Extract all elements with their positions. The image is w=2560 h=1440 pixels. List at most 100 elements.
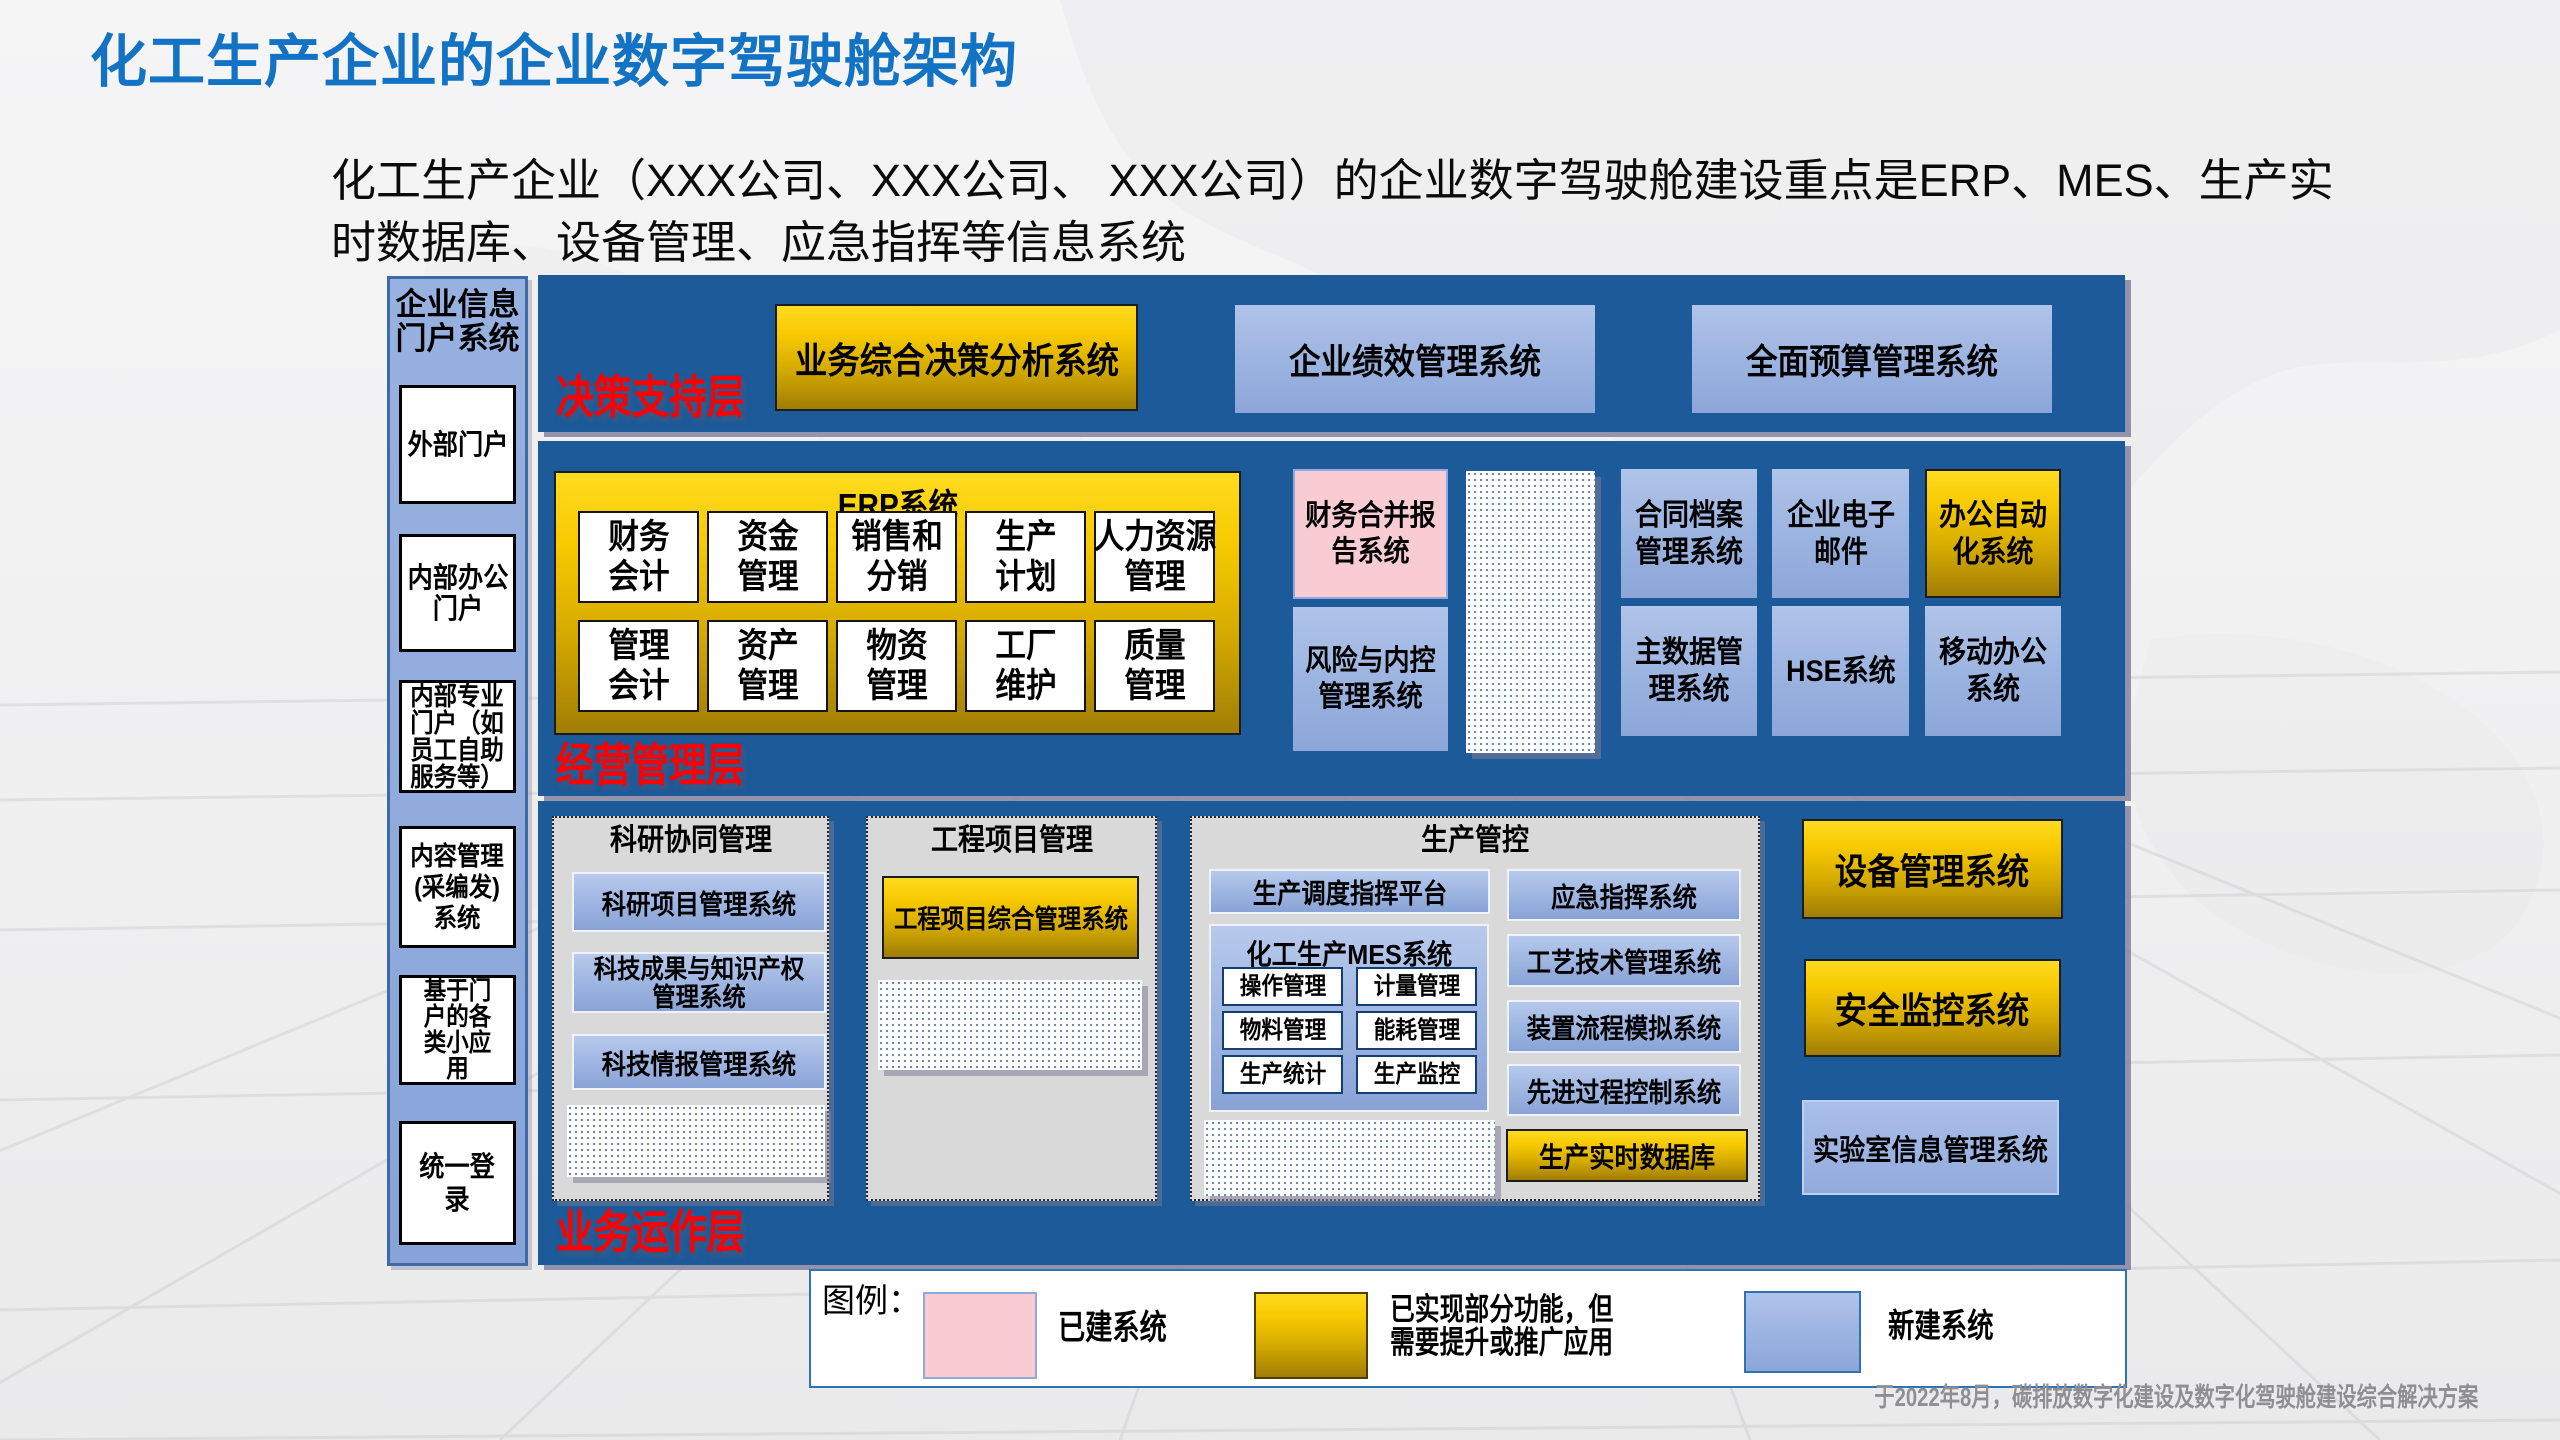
box-master-data-management: 主数据管 理系统 (1621, 606, 1757, 736)
modules-1-label: 计量管理 (1373, 972, 1460, 1000)
placeholder-dotted-box-engineering (878, 980, 1142, 1070)
mes-module-statistics: 生产统计 (1222, 1055, 1343, 1094)
box-process-technology: 工艺技术管理系统 (1507, 934, 1741, 987)
legend-swatch-new (1744, 1291, 1861, 1373)
portal-item-content-management: 内容管理 (采编发) 系统 (399, 826, 516, 948)
placeholder-dotted-box-research (567, 1105, 825, 1177)
items-1-label: 内部办公 门户 (407, 562, 508, 624)
modules-0-label: 操作管理 (1239, 972, 1326, 1000)
modules-4-label: 生产统计 (1239, 1060, 1326, 1088)
erp-module-management-accounting: 管理 会计 (578, 620, 699, 712)
mdm-label: 主数据管 理系统 (1635, 636, 1743, 706)
box-production-dispatch-platform: 生产调度指挥平台 (1209, 869, 1490, 914)
box-safety-monitoring: 安全监控系统 (1804, 959, 2061, 1057)
items-4-label: 基于门 户的各 类小应 用 (423, 977, 492, 1083)
mes-module-energy: 能耗管理 (1356, 1011, 1477, 1050)
box-engineering-project-management: 工程项目综合管理系统 (882, 876, 1139, 959)
legend-text-partial: 已实现部分功能，但 需要提升或推广应用 (1390, 1292, 1614, 1360)
box-mobile-office: 移动办公 系统 (1925, 606, 2061, 736)
modules-2-label: 销售和 分销 (850, 518, 943, 596)
modules-3-label: 能耗管理 (1373, 1016, 1460, 1044)
items-3-label: 内容管理 (采编发) 系统 (410, 840, 505, 933)
modules-9-label: 质量 管理 (1123, 627, 1186, 705)
erp-module-plant-maintenance: 工厂 维护 (965, 620, 1086, 712)
erp-module-production-planning: 生产 计划 (965, 511, 1086, 603)
legend-text-new: 新建系统 (1888, 1307, 1994, 1344)
analysis-label: 业务综合决策分析系统 (794, 339, 1119, 381)
boxes-2-label: 科技情报管理系统 (601, 1049, 797, 1080)
modules-7-label: 物资 管理 (865, 627, 928, 705)
portal-item-portal-apps: 基于门 户的各 类小应 用 (399, 975, 516, 1085)
mes-module-monitoring: 生产监控 (1356, 1055, 1477, 1094)
title-label: 工程项目管理 (930, 824, 1093, 857)
items-5-label: 统一登 录 (419, 1151, 496, 1215)
page-title: 化工生产企业的企业数字驾驶舱架构 (90, 30, 1018, 94)
legend-label: 图例： (822, 1284, 921, 1320)
mes-module-metering: 计量管理 (1356, 967, 1477, 1006)
mes-module-operation: 操作管理 (1222, 967, 1343, 1006)
production-panel-title: 生产管控 (1190, 824, 1760, 858)
portal-item-single-signon: 统一登 录 (399, 1121, 516, 1245)
erp-module-asset-management: 资产 管理 (707, 620, 828, 712)
finance-report-label: 财务合并报 告系统 (1305, 500, 1436, 568)
erp-module-financial-accounting: 财务 会计 (578, 511, 699, 603)
portal-item-internal-office: 内部办公 门户 (399, 534, 516, 652)
box-production-realtime-database: 生产实时数据库 (1506, 1129, 1748, 1182)
erp-module-materials-management: 物资 管理 (836, 620, 957, 712)
placeholder-dotted-box-production (1204, 1120, 1495, 1196)
placeholder-dotted-box-management (1466, 471, 1595, 753)
modules-1-label: 资金 管理 (736, 518, 799, 596)
box-financial-consolidation-report: 财务合并报 告系统 (1293, 469, 1448, 599)
management-layer-label: 经营管理层 (556, 739, 745, 791)
modules-0-label: 财务 会计 (607, 518, 670, 596)
portal-item-internal-professional: 内部专业 门户（如 员工自助 服务等） (399, 680, 516, 793)
boxes-0-label: 科研项目管理系统 (601, 889, 797, 920)
items-0-label: 外部门户 (407, 429, 508, 460)
right-3-label: 先进过程控制系统 (1526, 1077, 1722, 1108)
safety-label: 安全监控系统 (1835, 990, 2030, 1031)
email-label: 企业电子 邮件 (1786, 498, 1895, 569)
box-label: 工程项目综合管理系统 (893, 904, 1128, 934)
modules-2-label: 物料管理 (1239, 1016, 1326, 1044)
risk-label: 风险与内控 管理系统 (1305, 645, 1436, 713)
box-equipment-management: 设备管理系统 (1802, 819, 2063, 919)
box-enterprise-email: 企业电子 邮件 (1772, 469, 1909, 598)
box-business-decision-analysis: 业务综合决策分析系统 (775, 304, 1138, 411)
title-label: 化工生产MES系统 (1246, 939, 1452, 970)
box-tech-achievements-ip: 科技成果与知识产权 管理系统 (572, 952, 826, 1013)
research-panel-title: 科研协同管理 (552, 824, 829, 858)
erp-module-funds-management: 资金 管理 (707, 511, 828, 603)
legend-swatch-partial (1254, 1292, 1368, 1379)
right-1-label: 工艺技术管理系统 (1526, 948, 1722, 978)
legend-swatch-existing (923, 1292, 1037, 1379)
title-label: 科研协同管理 (609, 824, 772, 857)
box-emergency-command: 应急指挥系统 (1507, 869, 1741, 921)
right-4-label: 生产实时数据库 (1538, 1141, 1716, 1173)
performance-label: 企业绩效管理系统 (1288, 342, 1541, 382)
modules-6-label: 资产 管理 (736, 627, 799, 705)
box-research-project-management: 科研项目管理系统 (572, 872, 826, 932)
box-office-automation: 办公自动 化系统 (1925, 469, 2061, 598)
legend-text-existing: 已建系统 (1058, 1309, 1167, 1347)
portal-title: 企业信息 门户系统 (395, 287, 520, 356)
equipment-label: 设备管理系统 (1835, 851, 2030, 892)
box-advanced-process-control: 先进过程控制系统 (1507, 1064, 1741, 1116)
oa-label: 办公自动 化系统 (1939, 498, 2047, 569)
mes-module-grid: 操作管理 计量管理 物料管理 能耗管理 生产统计 生产监控 (1222, 967, 1477, 1094)
box-contract-archive: 合同档案 管理系统 (1621, 469, 1757, 598)
modules-3-label: 生产 计划 (994, 518, 1057, 596)
modules-4-label: 人力资源 管理 (1093, 518, 1216, 596)
erp-module-sales-distribution: 销售和 分销 (836, 511, 957, 603)
modules-5-label: 生产监控 (1373, 1060, 1460, 1088)
box-risk-internal-control: 风险与内控 管理系统 (1293, 607, 1448, 751)
intro-text: 化工生产企业（XXX公司、XXX公司、 XXX公司）的企业数字驾驶舱建设重点是E… (331, 155, 2334, 268)
right-2-label: 装置流程模拟系统 (1526, 1014, 1722, 1044)
modules-8-label: 工厂 维护 (994, 627, 1057, 705)
erp-module-quality-management: 质量 管理 (1094, 620, 1215, 712)
hse-label: HSE系统 (1785, 654, 1896, 688)
box-plant-process-simulation: 装置流程模拟系统 (1507, 1000, 1741, 1053)
right-0-label: 应急指挥系统 (1551, 882, 1697, 913)
operation-layer-label: 业务运作层 (556, 1206, 745, 1258)
mes-panel-title: 化工生产MES系统 (1209, 933, 1489, 973)
